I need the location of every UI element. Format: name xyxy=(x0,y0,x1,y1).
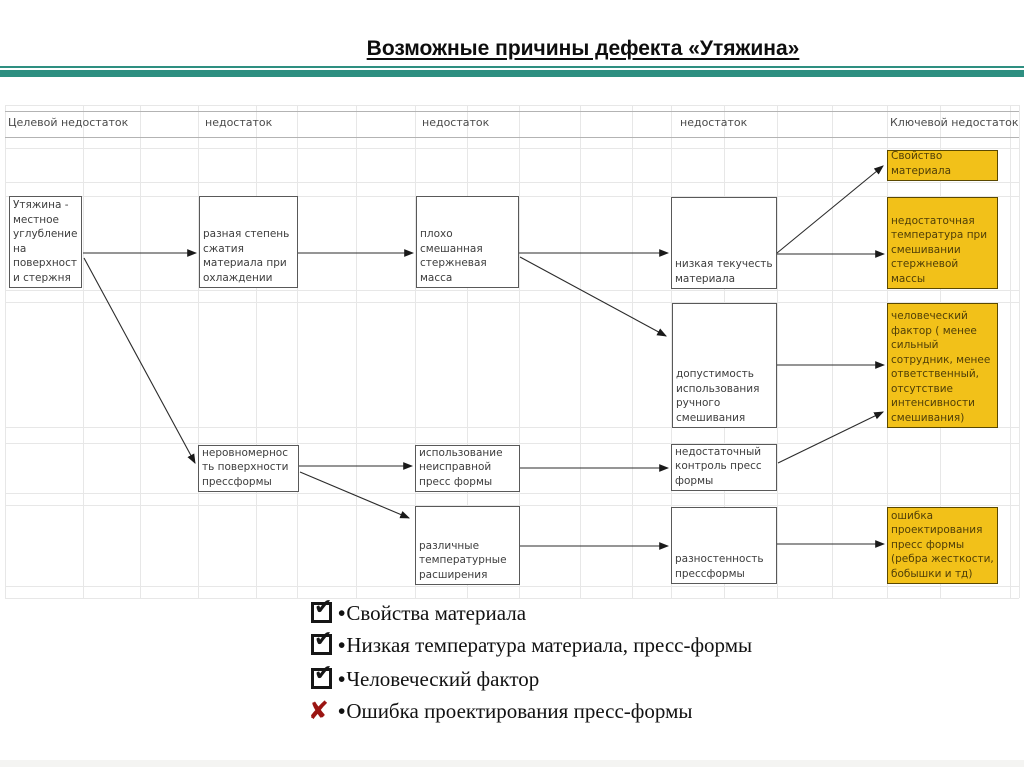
node-nedostatochny-kontrol-pressformy: недостаточный контроль пресс формы xyxy=(671,444,777,491)
gridline xyxy=(256,105,257,598)
page-title: Возможные причины дефекта «Утяжина» xyxy=(366,37,800,60)
gridline xyxy=(83,105,84,598)
gridline xyxy=(467,105,468,598)
gridline xyxy=(5,148,1019,149)
gridline xyxy=(580,105,581,598)
title-divider-thin xyxy=(0,66,1024,68)
node-raznostennost-pressformy: разностенность прессформы xyxy=(671,507,777,584)
gridline xyxy=(5,105,1019,106)
gridline xyxy=(5,493,1019,494)
legend-label: Свойства материала xyxy=(346,601,527,625)
gridline xyxy=(198,105,199,598)
gridline xyxy=(5,598,1019,599)
gridline xyxy=(297,105,298,598)
gridline xyxy=(632,105,633,598)
gridline xyxy=(777,105,778,598)
key-node-oshibka-proektirovaniya: ошибка проектирования пресс формы (ребра… xyxy=(887,507,998,584)
bullet-icon: • xyxy=(338,633,346,657)
gridline xyxy=(832,105,833,598)
node-raznaya-stepen-szhatiya: разная степень сжатия материала при охла… xyxy=(199,196,298,288)
gridline xyxy=(356,105,357,598)
column-header-goal: Целевой недостаток xyxy=(8,116,129,129)
node-nerovnomernost-poverkhnosti: неровномернос ть поверхности прессформы xyxy=(198,445,299,492)
bullet-icon: • xyxy=(338,699,346,723)
key-node-nedostatochnaya-temperatura: недостаточная температура при смешивании… xyxy=(887,197,998,289)
bullet-icon: • xyxy=(338,667,346,691)
bullet-icon: • xyxy=(338,601,346,625)
column-header-defect-3: недостаток xyxy=(680,116,748,129)
gridline xyxy=(5,182,1019,183)
gridline xyxy=(1010,105,1011,598)
node-goal-utyazhina: Утяжина - местное углубление на поверхно… xyxy=(9,196,82,288)
gridline xyxy=(519,105,520,598)
key-node-chelovecheskiy-faktor: человеческий фактор ( менее сильный сотр… xyxy=(887,303,998,428)
header-row-border xyxy=(5,137,1019,138)
gridline xyxy=(5,505,1019,506)
node-ispolzovanie-neispravnoy-pressformy: использование неисправной пресс формы xyxy=(415,445,520,492)
gridline xyxy=(671,105,672,598)
node-dopustimost-ruchnogo-smeshivaniya: допустимость использования ручного смеши… xyxy=(672,303,777,428)
legend-item: ✔ • Низкая температура материала, пресс-… xyxy=(308,627,753,658)
legend-label: Низкая температура материала, пресс-форм… xyxy=(346,633,753,657)
legend-item: ✔ • Человеческий фактор xyxy=(308,661,540,692)
gridline xyxy=(5,302,1019,303)
title-divider-thick xyxy=(0,70,1024,77)
bottom-strip xyxy=(0,760,1024,767)
node-nizkaya-tekuchest: низкая текучесть материала xyxy=(671,197,777,289)
column-header-defect-1: недостаток xyxy=(205,116,273,129)
gridline xyxy=(5,586,1019,587)
legend-item: ✘ • Ошибка проектирования пресс-формы xyxy=(308,696,693,725)
gridline xyxy=(140,105,141,598)
column-header-defect-2: недостаток xyxy=(422,116,490,129)
gridline xyxy=(5,105,6,598)
legend-label: Человеческий фактор xyxy=(346,667,540,691)
node-razlichnye-temperaturnye-rasshireniya: различные температурные расширения xyxy=(415,506,520,585)
gridline xyxy=(5,443,1019,444)
gridline xyxy=(5,290,1019,291)
column-header-key: Ключевой недостаток xyxy=(890,116,1019,129)
gridline xyxy=(415,105,416,598)
gridline xyxy=(5,427,1019,428)
gridline xyxy=(1019,105,1020,598)
key-node-svoystvo-materiala: Свойство материала xyxy=(887,150,998,181)
header-row-border xyxy=(5,111,1019,112)
legend-item: ✔ • Свойства материала xyxy=(308,595,527,626)
legend-label: Ошибка проектирования пресс-формы xyxy=(346,699,693,723)
node-plokho-smeshannaya-massa: плохо смешанная стержневая масса xyxy=(416,196,519,288)
